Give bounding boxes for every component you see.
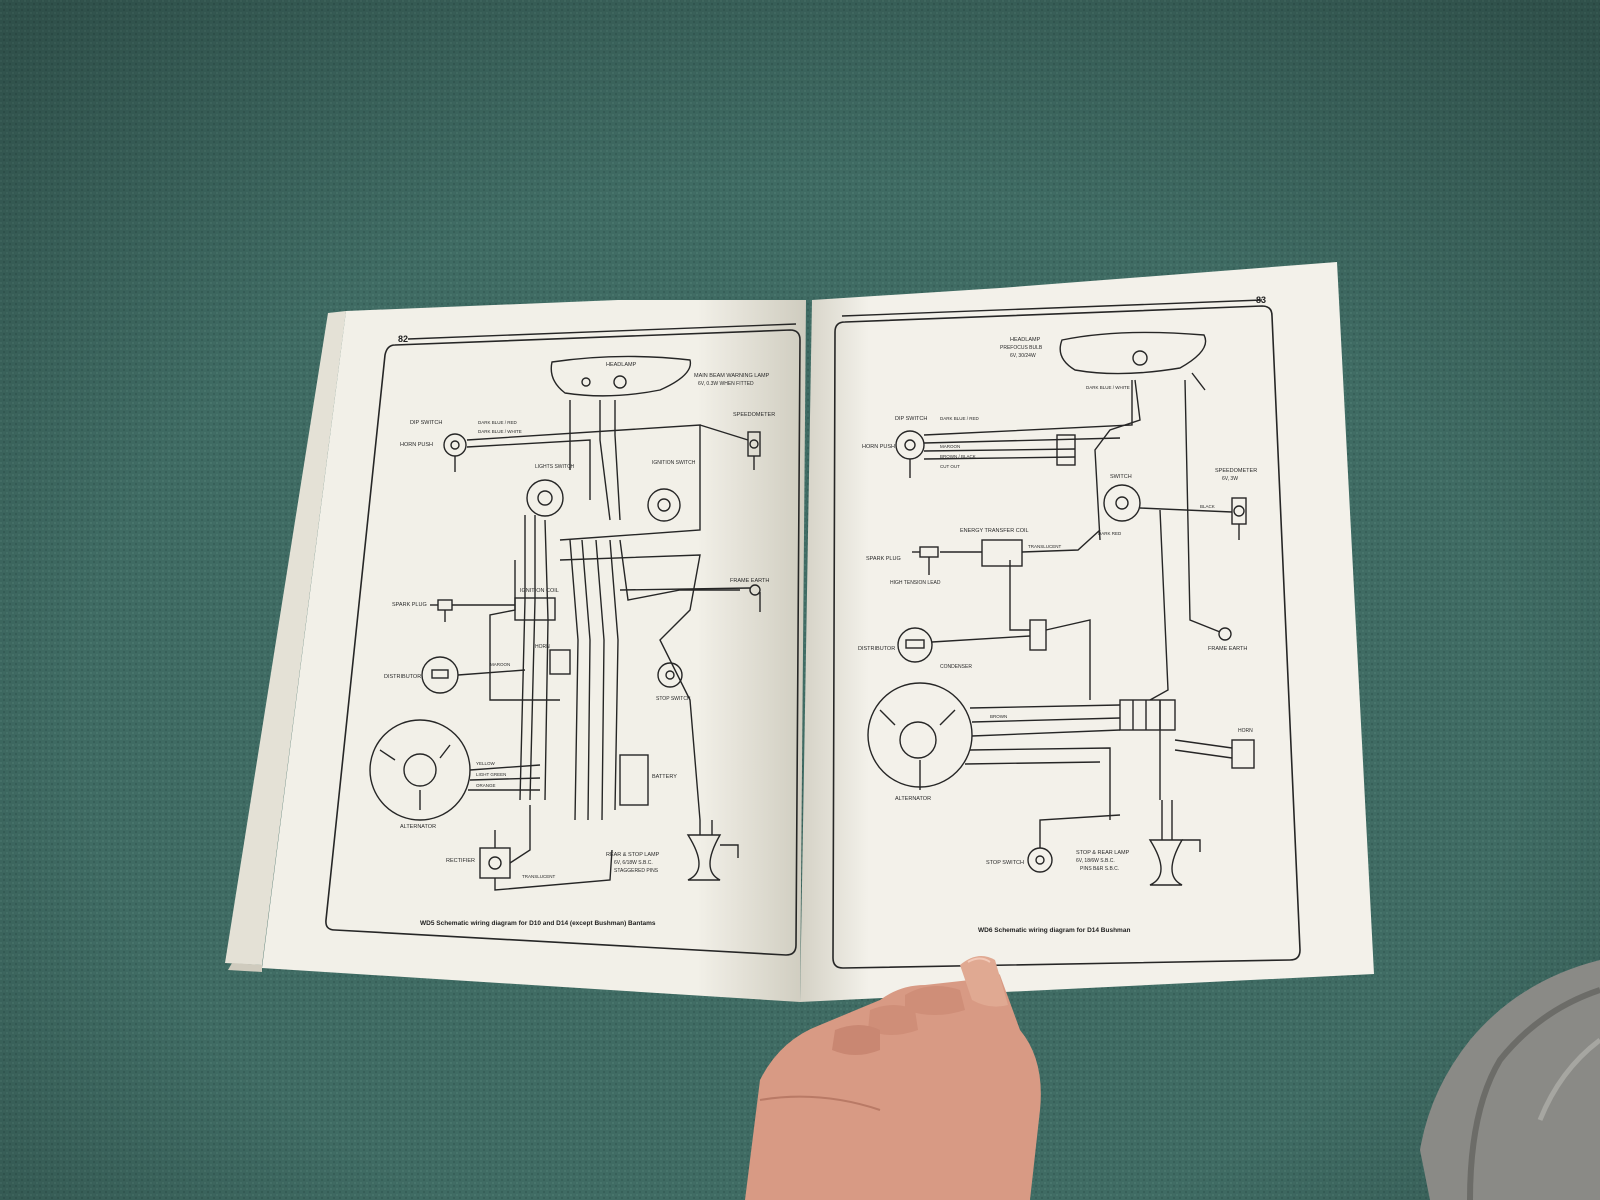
left-label-rear-stop-spec: 6V, 6/18W S.B.C. <box>614 860 653 866</box>
left-label-frame-earth: FRAME EARTH <box>730 578 769 584</box>
page-stack-edge <box>225 311 346 965</box>
left-label-translucent: TRANSLUCENT <box>522 874 556 879</box>
right-label-frame-earth: FRAME EARTH <box>1208 646 1247 652</box>
right-label-prefocus: PREFOCUS BULB <box>1000 345 1043 351</box>
hand <box>745 956 1041 1200</box>
right-label-high-tension: HIGH TENSION LEAD <box>890 580 941 586</box>
right-label-translucent: TRANSLUCENT <box>1028 544 1062 549</box>
left-label-ignition-switch: IGNITION SWITCH <box>652 460 696 466</box>
right-page-labels: 83 HEADLAMP PREFOCUS BULB 6V, 30/24W DAR… <box>858 295 1266 934</box>
right-label-stop-rear-lamp: STOP & REAR LAMP <box>1076 850 1130 856</box>
right-label-prefocus-spec: 6V, 30/24W <box>1010 353 1036 359</box>
right-label-dark-red: DARK RED <box>1098 531 1122 536</box>
right-label-speedo-spec: 6V, 3W <box>1222 476 1238 482</box>
left-label-distributor: DISTRIBUTOR <box>384 674 421 680</box>
right-label-alternator: ALTERNATOR <box>895 796 931 802</box>
right-label-stop-rear-spec: 6V, 18/6W S.B.C. <box>1076 858 1115 864</box>
right-label-brown-black: BROWN / BLACK <box>940 454 976 459</box>
left-caption: WD5 Schematic wiring diagram for D10 and… <box>420 920 656 927</box>
right-label-brown: BROWN <box>990 714 1007 719</box>
left-label-alternator: ALTERNATOR <box>400 824 436 830</box>
left-label-dip-wire2: DARK BLUE / WHITE <box>478 429 522 434</box>
right-caption: WD6 Schematic wiring diagram for D14 Bus… <box>978 927 1130 934</box>
left-label-ignition-coil: IGNITION COIL <box>520 588 559 594</box>
right-label-speedometer: SPEEDOMETER <box>1215 468 1257 474</box>
left-label-yellow: YELLOW <box>476 761 496 766</box>
right-label-dark-blue-red: DARK BLUE / RED <box>940 416 980 421</box>
left-wiring-diagram <box>325 323 801 956</box>
right-label-energy-coil: ENERGY TRANSFER COIL <box>960 528 1029 534</box>
right-page-number: 83 <box>1256 295 1266 305</box>
left-label-light-green: LIGHT GREEN <box>476 772 506 777</box>
left-label-spark-plug: SPARK PLUG <box>392 602 427 608</box>
right-label-black: BLACK <box>1200 504 1215 509</box>
left-label-stop-switch: STOP SWITCH <box>656 696 691 702</box>
left-label-horn-push: HORN PUSH <box>400 442 433 448</box>
left-page-number: 82 <box>398 334 408 344</box>
right-label-maroon: MAROON <box>940 444 960 449</box>
right-label-condenser: CONDENSER <box>940 664 972 670</box>
right-label-distributor: DISTRIBUTOR <box>858 646 895 652</box>
left-label-maroon: MAROON <box>490 662 510 667</box>
left-label-rectifier: RECTIFIER <box>446 858 475 864</box>
right-wiring-diagram <box>832 299 1301 969</box>
right-label-headlamp: HEADLAMP <box>1010 337 1041 343</box>
left-label-lights-switch: LIGHTS SWITCH <box>535 464 575 470</box>
right-label-cut-out: CUT OUT <box>940 464 960 469</box>
left-label-staggered: STAGGERED PINS <box>614 868 659 874</box>
left-page-labels: 82 HEADLAMP MAIN BEAM WARNING LAMP 6V, 0… <box>384 334 775 927</box>
left-label-horn: HORN <box>535 644 550 650</box>
right-label-horn: HORN <box>1238 728 1253 734</box>
cat-fur <box>1420 960 1600 1200</box>
right-label-dark-blue-white: DARK BLUE / WHITE <box>1086 385 1130 390</box>
left-label-dip-switch: DIP SWITCH <box>410 420 442 426</box>
right-label-switch: SWITCH <box>1110 474 1132 480</box>
left-label-rear-stop-lamp: REAR & STOP LAMP <box>606 852 660 858</box>
right-page <box>800 262 1374 1002</box>
left-label-main-beam-spec: 6V, 0.3W WHEN FITTED <box>698 381 754 387</box>
left-label-main-beam: MAIN BEAM WARNING LAMP <box>694 373 770 379</box>
left-label-dip-wire: DARK BLUE / RED <box>478 420 518 425</box>
right-label-staggered: PINS B&R S.B.C. <box>1080 866 1119 872</box>
right-label-dip-switch: DIP SWITCH <box>895 416 927 422</box>
left-label-orange: ORANGE <box>476 783 496 788</box>
right-label-spark-plug: SPARK PLUG <box>866 556 901 562</box>
left-label-headlamp: HEADLAMP <box>606 362 637 368</box>
right-label-horn-push: HORN PUSH <box>862 444 895 450</box>
right-label-stop-switch: STOP SWITCH <box>986 860 1024 866</box>
left-label-battery: BATTERY <box>652 774 677 780</box>
left-label-speedometer: SPEEDOMETER <box>733 412 775 418</box>
